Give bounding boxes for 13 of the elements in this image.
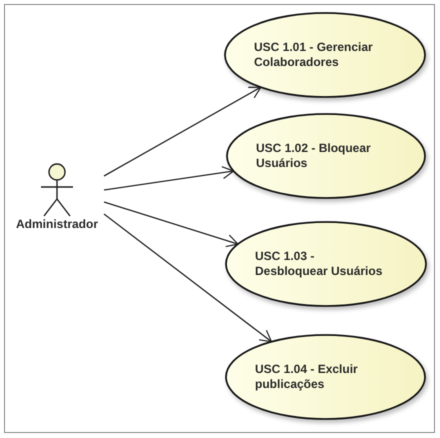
association-arrow — [104, 201, 239, 248]
use-case-label: USC 1.04 - Excluir publicações — [255, 362, 359, 392]
use-case-ellipse — [224, 12, 426, 98]
actor-label: Administrador — [16, 217, 98, 231]
use-case-label: USC 1.02 - Bloquear Usuários — [256, 141, 372, 171]
use-case-ellipse — [225, 334, 426, 420]
use-case-ellipse — [225, 221, 427, 307]
use-case-label: USC 1.03 - Desbloquear Usuários — [255, 249, 384, 279]
association-arrow — [104, 86, 262, 177]
use-case-label: USC 1.01 - Gerenciar Colaboradores — [254, 40, 374, 70]
use-case-ellipse — [226, 113, 426, 199]
association-arrow — [104, 166, 234, 191]
association-arrow — [104, 213, 272, 342]
